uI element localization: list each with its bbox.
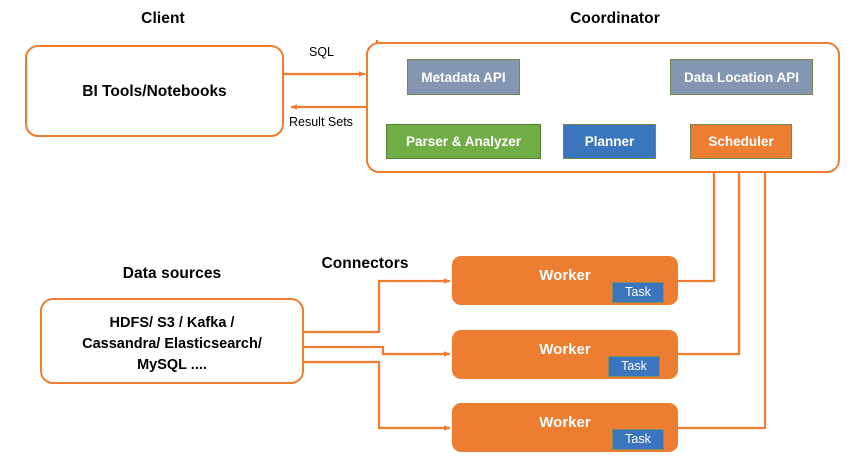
client-box[interactable]: BI Tools/Notebooks xyxy=(25,45,284,137)
worker-box-3[interactable]: Worker Task xyxy=(452,403,678,452)
planner-node[interactable]: Planner xyxy=(563,124,656,159)
data-location-api-node[interactable]: Data Location API xyxy=(670,59,813,95)
data-sources-line-1: HDFS/ S3 / Kafka / xyxy=(109,315,235,331)
wire-worker1-to-scheduler xyxy=(672,162,716,284)
scheduler-node[interactable]: Scheduler xyxy=(690,124,792,159)
wire-worker2-to-scheduler xyxy=(672,162,741,357)
client-box-label: BI Tools/Notebooks xyxy=(82,83,227,100)
task-badge-2[interactable]: Task xyxy=(608,356,660,377)
worker-box-2[interactable]: Worker Task xyxy=(452,330,678,379)
data-sources-box[interactable]: HDFS/ S3 / Kafka / Cassandra/ Elasticsea… xyxy=(40,298,304,384)
wire-source-to-worker3 xyxy=(304,360,451,431)
connectors-section-title: Connectors xyxy=(321,255,409,272)
worker-label-2: Worker xyxy=(539,341,591,358)
worker-box-1[interactable]: Worker Task xyxy=(452,256,678,305)
wire-source-to-worker1 xyxy=(304,278,451,334)
client-section-title: Client xyxy=(141,10,185,27)
task-badge-1[interactable]: Task xyxy=(612,282,664,303)
wire-source-to-worker2 xyxy=(304,345,451,357)
data-sources-line-3: MySQL .... xyxy=(137,357,207,373)
coordinator-section-title: Coordinator xyxy=(570,10,660,27)
parser-analyzer-node[interactable]: Parser & Analyzer xyxy=(386,124,541,159)
task-badge-3[interactable]: Task xyxy=(612,429,664,450)
worker-label-3: Worker xyxy=(539,414,591,431)
wire-worker3-to-scheduler xyxy=(672,162,767,431)
worker-label-1: Worker xyxy=(539,267,591,284)
edge-label-sql: SQL xyxy=(309,45,335,59)
metadata-api-node[interactable]: Metadata API xyxy=(407,59,520,95)
edge-label-result-sets: Result Sets xyxy=(289,115,353,129)
data-sources-section-title: Data sources xyxy=(122,265,222,282)
data-sources-line-2: Cassandra/ Elasticsearch/ xyxy=(82,336,262,352)
